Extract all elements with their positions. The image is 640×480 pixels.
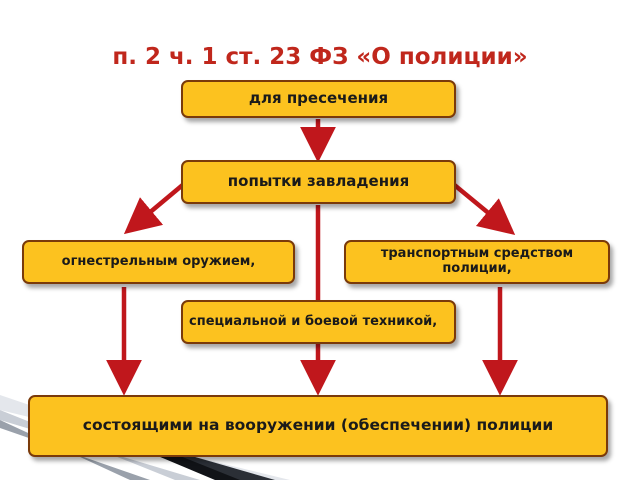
node-attempt: попытки завладения [181,160,456,204]
arrow-attempt-to-firearms [123,181,187,235]
node-firearms-label: огнестрельным оружием, [61,253,256,269]
node-in-service: состоящими на вооружении (обеспечении) п… [28,395,608,457]
node-prevention-label: для пресечения [248,89,389,108]
node-in-service-label: состоящими на вооружении (обеспечении) п… [82,416,554,435]
node-firearms: огнестрельным оружием, [22,240,295,284]
node-attempt-label: попытки завладения [227,172,410,191]
node-vehicle: транспортным средством полиции, [344,240,610,284]
node-special-tech: специальной и боевой техникой, [181,300,456,344]
arrow-attempt-to-vehicle [450,181,516,236]
node-special-tech-label: специальной и боевой техникой, [189,313,438,329]
slide-title: п. 2 ч. 1 ст. 23 ФЗ «О полиции» [112,44,528,70]
node-vehicle-label: транспортным средством полиции, [380,246,574,276]
node-prevention: для пресечения [181,80,456,118]
